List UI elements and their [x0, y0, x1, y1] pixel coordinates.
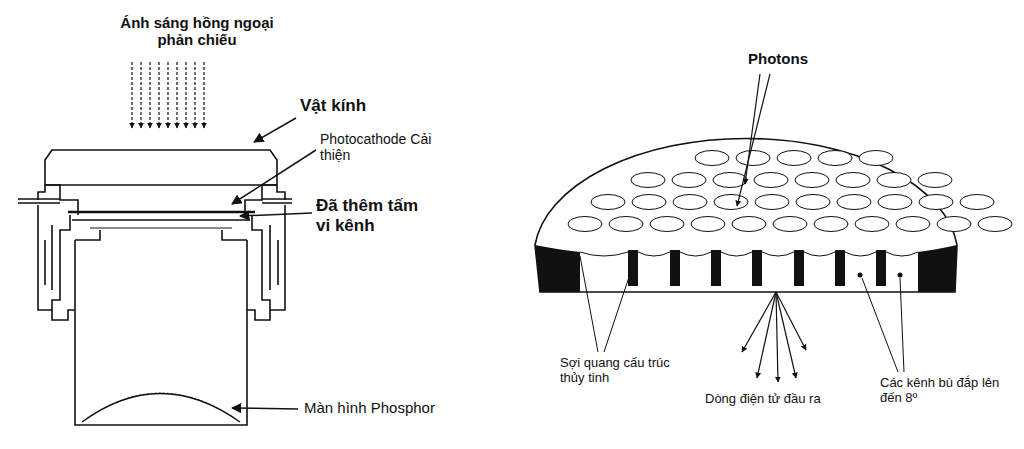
- mcp-label: Đã thêm tấm vi kênh: [316, 196, 426, 235]
- leader-arrows: [232, 118, 316, 409]
- objective-label: Vật kính: [300, 96, 400, 116]
- electron-arrows: [742, 292, 806, 382]
- leader-lines: [580, 256, 904, 372]
- photon-arrows: [737, 74, 770, 206]
- intensifier-tube: [18, 62, 292, 425]
- fiber-label: Sợi quang cấu trúc thủy tinh: [560, 356, 695, 386]
- electron-output-label: Dòng điện tử đầu ra: [705, 392, 865, 407]
- microchannel-plate: [535, 138, 1012, 292]
- light-label: Ánh sáng hồng ngoại phản chiếu: [112, 14, 282, 49]
- photocathode-label: Photocathode Cải thiện: [320, 131, 432, 163]
- photons-label: Photons: [748, 50, 838, 67]
- channel-bias-label: Các kênh bù đắp lên đến 8º: [880, 376, 1005, 406]
- phosphor-label: Màn hình Phosphor: [304, 399, 504, 416]
